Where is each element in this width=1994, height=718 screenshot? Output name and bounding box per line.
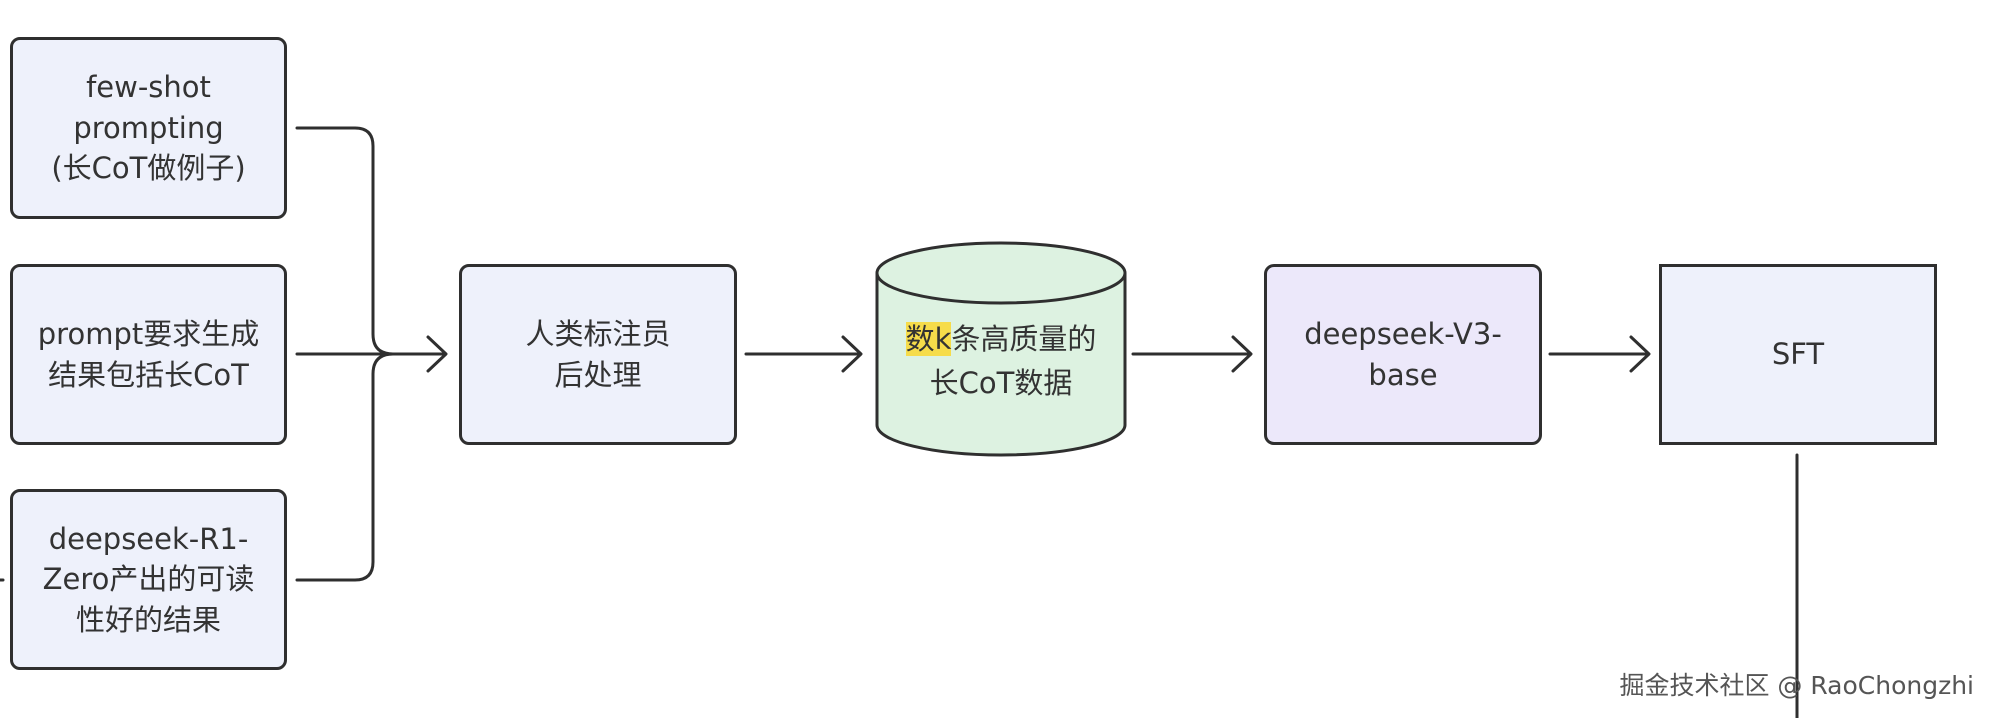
data-store-highlight: 数k xyxy=(905,322,952,356)
arrowhead-to-base xyxy=(1231,335,1253,373)
human-annotator-node: 人类标注员 后处理 xyxy=(459,264,737,445)
human-annotator-label: 人类标注员 后处理 xyxy=(525,316,671,392)
connector-source-a xyxy=(295,126,447,356)
source-r1-zero-output: deepseek-R1- Zero产出的可读 性好的结果 xyxy=(10,489,287,670)
arrowhead-to-sft xyxy=(1629,335,1651,373)
sft-label: SFT xyxy=(1771,337,1825,372)
sft-node: SFT xyxy=(1659,264,1937,445)
source-few-shot-label: few-shot prompting (长CoT做例子) xyxy=(51,70,246,186)
data-store-line-2: 长CoT数据 xyxy=(929,365,1073,400)
source-prompt-long-cot: prompt要求生成 结果包括长CoT xyxy=(10,264,287,445)
connector-source-c xyxy=(295,352,395,582)
source-r1-zero-label: deepseek-R1- Zero产出的可读 性好的结果 xyxy=(42,521,255,637)
data-store-cylinder xyxy=(875,241,1127,457)
watermark: 掘金技术社区 @ RaoChongzhi xyxy=(1619,671,1974,700)
base-model-label: deepseek-V3- base xyxy=(1304,316,1502,392)
source-prompt-label: prompt要求生成 结果包括长CoT xyxy=(37,316,260,392)
source-few-shot-prompting: few-shot prompting (长CoT做例子) xyxy=(10,37,287,219)
data-store-label: 数k条高质量的 长CoT数据 xyxy=(877,318,1125,405)
arrowhead-to-data xyxy=(841,335,863,373)
arrowhead-to-human xyxy=(426,335,448,373)
base-model-node: deepseek-V3- base xyxy=(1264,264,1542,445)
data-store-line-1: 数k条高质量的 xyxy=(905,322,1097,356)
